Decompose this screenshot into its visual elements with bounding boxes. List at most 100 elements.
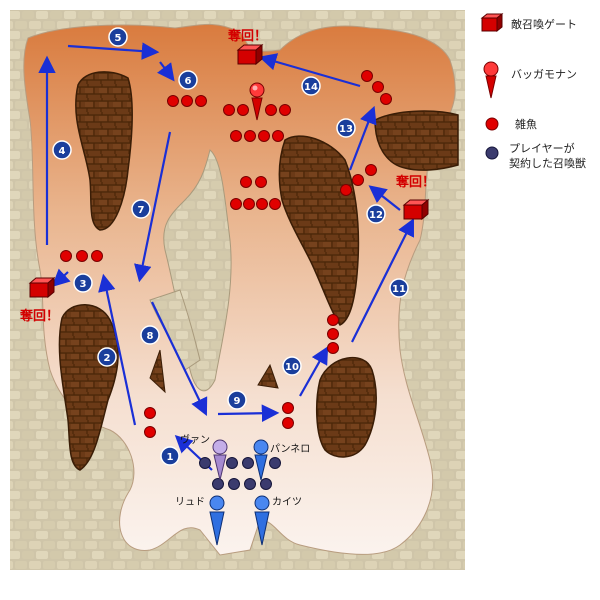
step-number: 10 bbox=[285, 362, 299, 373]
party-penelo bbox=[253, 439, 269, 481]
step-marker-6: 6 bbox=[178, 70, 198, 90]
rock-pillar-center bbox=[278, 135, 360, 326]
step-number: 5 bbox=[115, 33, 122, 44]
label-penelo: パンネロ bbox=[270, 443, 310, 455]
boss-marker bbox=[249, 82, 265, 121]
summon-dot bbox=[260, 478, 272, 490]
step-number: 2 bbox=[104, 353, 111, 364]
minion-dot bbox=[91, 250, 103, 262]
player-summons bbox=[199, 457, 281, 490]
minion-dot bbox=[272, 130, 284, 142]
label-ryudo: リュド bbox=[175, 497, 205, 508]
summon-dot bbox=[269, 457, 281, 469]
route-arrow-3 bbox=[51, 268, 71, 287]
route-arrow-6 bbox=[157, 61, 175, 82]
minion-dot bbox=[327, 314, 339, 326]
stone-pillar-center bbox=[163, 149, 232, 392]
step-marker-9: 9 bbox=[227, 390, 247, 410]
legend-summon-label-2: 契約した召喚獣 bbox=[509, 156, 586, 170]
minion-dot bbox=[265, 104, 277, 116]
minion-dot bbox=[223, 104, 235, 116]
minion-dot bbox=[380, 93, 392, 105]
step-number: 14 bbox=[304, 82, 318, 93]
legend-boss-label: バッガモナン bbox=[511, 68, 577, 81]
route-arrow-8 bbox=[151, 301, 208, 416]
minion-dot bbox=[244, 130, 256, 142]
minion-dot bbox=[269, 198, 281, 210]
minion-dot bbox=[181, 95, 193, 107]
route-arrow-12 bbox=[368, 185, 401, 211]
minion-dot bbox=[282, 417, 294, 429]
legend-gate-icon bbox=[480, 12, 504, 33]
enemy-minions bbox=[60, 70, 392, 438]
minion-dot bbox=[255, 176, 267, 188]
rock-shard-right bbox=[257, 363, 279, 389]
summon-dot bbox=[242, 457, 254, 469]
step-number: 9 bbox=[234, 396, 241, 407]
minion-dot bbox=[258, 130, 270, 142]
step-number: 7 bbox=[138, 205, 145, 216]
minion-dot bbox=[243, 198, 255, 210]
rock-pillar-right bbox=[315, 356, 377, 458]
route-arrow-11 bbox=[351, 218, 414, 343]
minion-dot bbox=[327, 342, 339, 354]
summon-dot bbox=[212, 478, 224, 490]
recapture-label-right: 奪回！ bbox=[395, 174, 435, 190]
minion-dot bbox=[256, 198, 268, 210]
route-arrow-2 bbox=[98, 273, 137, 426]
enemy-gate-top bbox=[236, 43, 264, 66]
minion-dot bbox=[361, 70, 373, 82]
legend: 敵召喚ゲート バッガモナン 雑魚 プレイヤーが 契約した召喚獣 bbox=[480, 12, 586, 170]
party-kaitsu bbox=[254, 495, 270, 546]
rock-ledge-right bbox=[374, 110, 459, 171]
minion-dot bbox=[282, 402, 294, 414]
label-kaitsu: カイツ bbox=[272, 496, 302, 508]
step-markers: 1 2 3 4 5 6 7 8 9 10 11 12 13 14 bbox=[52, 27, 409, 466]
minion-dot bbox=[352, 174, 364, 186]
minion-dot bbox=[60, 250, 72, 262]
minion-dot bbox=[279, 104, 291, 116]
minion-dot bbox=[230, 198, 242, 210]
route-arrows bbox=[38, 42, 414, 471]
summon-dot bbox=[226, 457, 238, 469]
route-arrow-10 bbox=[299, 346, 329, 397]
step-marker-4: 4 bbox=[52, 140, 72, 160]
step-marker-11: 11 bbox=[389, 278, 409, 298]
summon-dot bbox=[228, 478, 240, 490]
legend-minion-label: 雑魚 bbox=[515, 117, 537, 131]
enemy-gate-left bbox=[28, 276, 56, 299]
step-number: 12 bbox=[369, 210, 383, 221]
step-marker-10: 10 bbox=[282, 356, 302, 376]
step-marker-13: 13 bbox=[336, 118, 356, 138]
legend-summon-label-1: プレイヤーが bbox=[509, 141, 575, 155]
recapture-label-left: 奪回！ bbox=[19, 308, 59, 324]
step-number: 4 bbox=[59, 146, 66, 157]
step-marker-5: 5 bbox=[108, 27, 128, 47]
minion-dot bbox=[237, 104, 249, 116]
summon-dot bbox=[199, 457, 211, 469]
route-arrow-14 bbox=[258, 53, 361, 88]
step-number: 13 bbox=[339, 124, 353, 135]
summon-dot bbox=[244, 478, 256, 490]
minion-dot bbox=[76, 250, 88, 262]
step-marker-14: 14 bbox=[301, 76, 321, 96]
route-arrow-13 bbox=[348, 105, 377, 171]
party-ryudo bbox=[209, 495, 225, 546]
minion-dot bbox=[167, 95, 179, 107]
minion-dot bbox=[327, 328, 339, 340]
step-marker-2: 2 bbox=[97, 347, 117, 367]
legend-boss-icon bbox=[483, 61, 499, 99]
route-arrow-5 bbox=[67, 42, 160, 60]
legend-minion-icon bbox=[485, 117, 499, 131]
rock-pillar-upper-left bbox=[75, 71, 133, 231]
minion-dot bbox=[195, 95, 207, 107]
step-marker-8: 8 bbox=[140, 325, 160, 345]
step-number: 8 bbox=[147, 331, 154, 342]
minion-dot bbox=[372, 81, 384, 93]
recapture-label-top: 奪回！ bbox=[227, 28, 267, 44]
step-marker-12: 12 bbox=[366, 204, 386, 224]
step-marker-1: 1 bbox=[160, 446, 180, 466]
step-number: 1 bbox=[167, 452, 174, 463]
minion-dot bbox=[240, 176, 252, 188]
